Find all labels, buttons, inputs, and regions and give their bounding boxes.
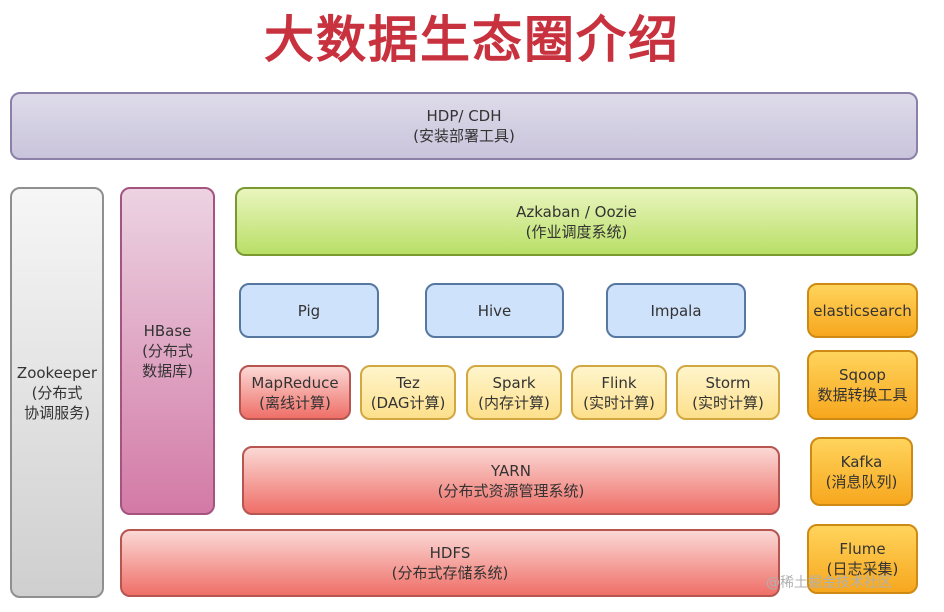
storm-desc: (实时计算) [692,393,764,412]
azkaban-name: Azkaban / Oozie [516,202,637,221]
hdfs-box: HDFS (分布式存储系统) [120,529,780,597]
hdp-name: HDP/ CDH [426,107,502,125]
flume-box: Flume (日志采集) [807,524,918,594]
sqoop-box: Sqoop 数据转换工具 [807,350,918,420]
hbase-line2: (分布式 [142,342,193,360]
zookeeper-name: Zookeeper [16,363,98,382]
azkaban-desc: (作业调度系统) [525,222,628,241]
yarn-desc: (分布式资源管理系统) [437,481,585,500]
hbase-line3: 数据库) [142,362,193,380]
tez-desc: (DAG计算) [370,393,446,412]
tez-name: Tez [396,373,420,392]
sqoop-name: Sqoop [839,366,886,384]
hive-name: Hive [477,301,512,320]
hdfs-name: HDFS [429,544,471,562]
mapreduce-name: MapReduce [251,373,339,392]
pig-box: Pig [239,283,379,338]
impala-name: Impala [650,301,702,320]
yarn-name: YARN [491,461,531,480]
hdfs-desc: (分布式存储系统) [391,564,509,582]
spark-name: Spark [492,373,536,392]
hdp-cdh-box: HDP/ CDH (安装部署工具) [10,92,918,160]
storm-name: Storm [705,373,751,392]
zookeeper-line2: (分布式 [31,383,83,402]
zookeeper-line3: 协调服务) [24,403,90,422]
azkaban-oozie-box: Azkaban / Oozie (作业调度系统) [235,187,918,256]
hdp-desc: (安装部署工具) [413,127,515,145]
diagram-title: 大数据生态圈介绍 [264,11,680,69]
impala-box: Impala [606,283,746,338]
zookeeper-box: Zookeeper (分布式 协调服务) [10,187,104,598]
elasticsearch-name: elasticsearch [813,301,912,320]
sqoop-desc: 数据转换工具 [817,386,908,404]
kafka-desc: (消息队列) [825,472,898,491]
kafka-name: Kafka [840,452,883,471]
elasticsearch-box: elasticsearch [807,283,918,338]
watermark: @稀土掘金技术社区 [766,575,892,591]
tez-box: Tez (DAG计算) [360,365,456,420]
yarn-box: YARN (分布式资源管理系统) [242,446,780,515]
mapreduce-desc: (离线计算) [259,393,331,412]
spark-box: Spark (内存计算) [466,365,562,420]
flink-desc: (实时计算) [583,393,655,412]
spark-desc: (内存计算) [478,393,550,412]
hbase-name: HBase [143,322,192,340]
hive-box: Hive [425,283,564,338]
flink-box: Flink (实时计算) [571,365,667,420]
storm-box: Storm (实时计算) [676,365,780,420]
flink-name: Flink [601,373,637,392]
mapreduce-box: MapReduce (离线计算) [239,365,351,420]
flume-name: Flume [839,540,886,558]
pig-name: Pig [297,301,321,320]
kafka-box: Kafka (消息队列) [810,437,913,506]
flume-desc: (日志采集) [826,560,899,578]
hbase-box: HBase (分布式 数据库) [120,187,215,515]
